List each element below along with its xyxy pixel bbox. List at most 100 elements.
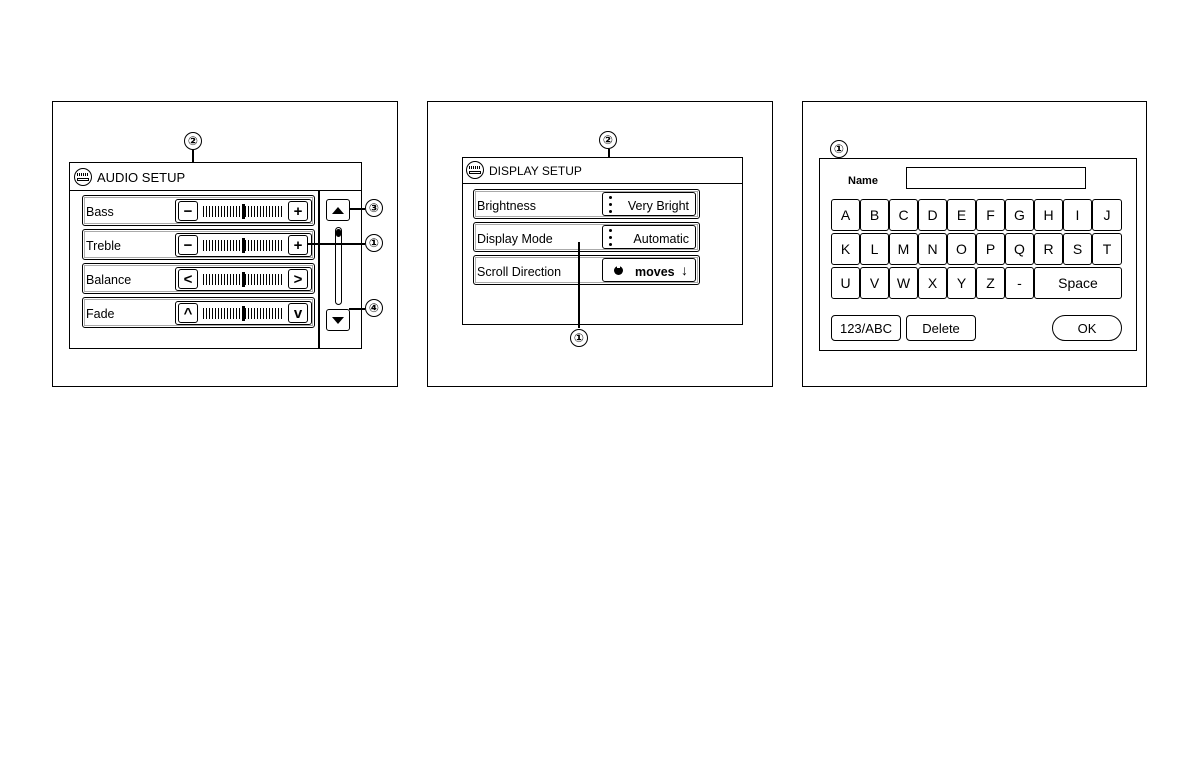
fade-rear-button[interactable]: v [288, 303, 308, 323]
display-mode-dots-icon [609, 229, 612, 247]
down-arrow-icon [332, 317, 344, 324]
down-arrow-icon: ↓ [681, 263, 688, 277]
display-callout-2: ② [599, 131, 617, 149]
display-mode-label: Display Mode [477, 232, 553, 246]
treble-center-mark [242, 238, 245, 253]
key-p[interactable]: P [976, 233, 1005, 265]
key-t[interactable]: T [1092, 233, 1122, 265]
brightness-value: Very Bright [628, 199, 689, 213]
brightness-value-box[interactable]: Very Bright [602, 192, 696, 216]
callout-4: ④ [365, 299, 383, 317]
key-s[interactable]: S [1063, 233, 1092, 265]
bass-increase-button[interactable]: + [288, 201, 308, 221]
key-g[interactable]: G [1005, 199, 1034, 231]
display-callout-1-leader [578, 242, 580, 328]
treble-label: Treble [86, 239, 121, 253]
callout-1-leader [307, 243, 365, 245]
delete-button[interactable]: Delete [906, 315, 976, 341]
audio-row-fade: Fade ^ v [82, 297, 315, 328]
mode-toggle-button[interactable]: 123/ABC [831, 315, 901, 341]
key-k[interactable]: K [831, 233, 860, 265]
key-u[interactable]: U [831, 267, 860, 299]
fade-control: ^ v [175, 301, 312, 325]
callout-2: ② [184, 132, 202, 150]
treble-control: − + [175, 233, 312, 257]
keyboard-screen: Name A B C D E F G H I J K L M N O P Q R… [819, 158, 1137, 351]
key-a[interactable]: A [831, 199, 860, 231]
callout-1: ① [365, 234, 383, 252]
balance-control: < > [175, 267, 312, 291]
key-row-1: A B C D E F G H I J [831, 199, 1123, 233]
key-y[interactable]: Y [947, 267, 976, 299]
name-input[interactable] [906, 167, 1086, 189]
key-hyphen[interactable]: - [1005, 267, 1034, 299]
scroll-divider [318, 191, 320, 349]
key-space[interactable]: Space [1034, 267, 1122, 299]
key-o[interactable]: O [947, 233, 976, 265]
key-j[interactable]: J [1092, 199, 1122, 231]
balance-left-button[interactable]: < [178, 269, 198, 289]
key-w[interactable]: W [889, 267, 918, 299]
audio-row-treble: Treble − + [82, 229, 315, 260]
scroll-direction-value-box[interactable]: moves ↓ [602, 258, 696, 282]
scroll-up-button[interactable] [326, 199, 350, 221]
scroll-down-button[interactable] [326, 309, 350, 331]
display-row-mode[interactable]: Display Mode Automatic [473, 222, 700, 252]
keyboard-figure: ① Name A B C D E F G H I J K L M N O P Q… [802, 101, 1147, 387]
audio-setup-figure: ② AUDIO SETUP Bass − + Treble − + [52, 101, 398, 387]
display-setup-figure: ② DISPLAY SETUP Brightness Very Bright D… [427, 101, 773, 387]
key-f[interactable]: F [976, 199, 1005, 231]
display-row-scroll-direction[interactable]: Scroll Direction moves ↓ [473, 255, 700, 285]
key-h[interactable]: H [1034, 199, 1063, 231]
callout-4-leader [349, 308, 365, 310]
ok-button[interactable]: OK [1052, 315, 1122, 341]
audio-row-bass: Bass − + [82, 195, 315, 226]
key-n[interactable]: N [918, 233, 947, 265]
dial-icon-notch [617, 264, 620, 268]
balance-center-mark [242, 272, 245, 287]
display-setup-header: DISPLAY SETUP [463, 158, 742, 184]
key-z[interactable]: Z [976, 267, 1005, 299]
key-e[interactable]: E [947, 199, 976, 231]
scroll-direction-value: moves [635, 265, 675, 279]
key-v[interactable]: V [860, 267, 889, 299]
display-mode-value: Automatic [633, 232, 689, 246]
key-r[interactable]: R [1034, 233, 1063, 265]
bass-center-mark [242, 204, 245, 219]
bass-control: − + [175, 199, 312, 223]
fade-front-button[interactable]: ^ [178, 303, 198, 323]
audio-settings-icon [74, 168, 92, 186]
name-label: Name [848, 175, 878, 187]
bass-label: Bass [86, 205, 114, 219]
balance-label: Balance [86, 273, 131, 287]
key-b[interactable]: B [860, 199, 889, 231]
keyboard-callout-1: ① [830, 140, 848, 158]
audio-setup-screen: AUDIO SETUP Bass − + Treble − + Balance [69, 162, 362, 349]
scroll-track[interactable] [335, 227, 342, 305]
scroll-thumb[interactable] [336, 229, 341, 237]
display-setup-title: DISPLAY SETUP [489, 164, 582, 178]
treble-increase-button[interactable]: + [288, 235, 308, 255]
key-i[interactable]: I [1063, 199, 1092, 231]
bass-decrease-button[interactable]: − [178, 201, 198, 221]
balance-right-button[interactable]: > [288, 269, 308, 289]
key-d[interactable]: D [918, 199, 947, 231]
key-l[interactable]: L [860, 233, 889, 265]
key-x[interactable]: X [918, 267, 947, 299]
display-callout-1: ① [570, 329, 588, 347]
display-mode-value-box[interactable]: Automatic [602, 225, 696, 249]
fade-label: Fade [86, 307, 115, 321]
key-m[interactable]: M [889, 233, 918, 265]
brightness-label: Brightness [477, 199, 536, 213]
callout-3-leader [349, 208, 365, 210]
key-q[interactable]: Q [1005, 233, 1034, 265]
brightness-dots-icon [609, 196, 612, 214]
fade-center-mark [242, 306, 245, 321]
display-setup-screen: DISPLAY SETUP Brightness Very Bright Dis… [462, 157, 743, 325]
key-row-3: U V W X Y Z - Space [831, 267, 1123, 301]
up-arrow-icon [332, 207, 344, 214]
treble-decrease-button[interactable]: − [178, 235, 198, 255]
audio-setup-header: AUDIO SETUP [70, 163, 361, 191]
display-row-brightness[interactable]: Brightness Very Bright [473, 189, 700, 219]
key-c[interactable]: C [889, 199, 918, 231]
